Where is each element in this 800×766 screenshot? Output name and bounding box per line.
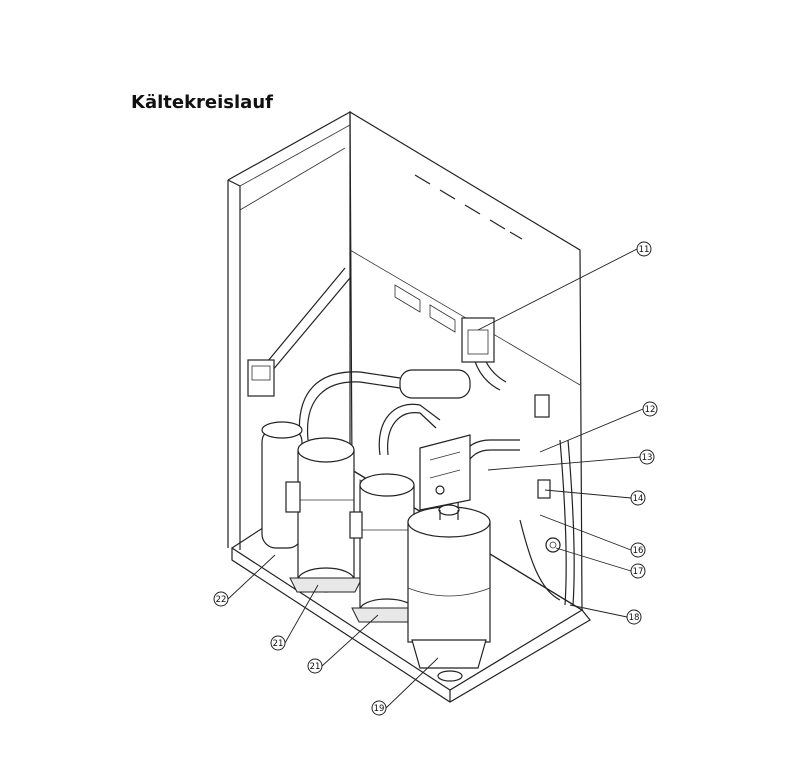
svg-text:19: 19 [374,704,385,714]
vent-slots [414,174,523,240]
callout-21-left: 21 [270,635,286,651]
callout-14: 14 [630,490,646,506]
svg-text:21: 21 [273,639,284,649]
callout-17: 17 [630,563,646,579]
svg-text:16: 16 [633,546,644,556]
valve-block [419,434,471,511]
callout-12: 12 [642,401,658,417]
svg-text:12: 12 [645,405,656,415]
filter-dryer [534,394,550,418]
leader-lines [227,248,644,709]
callout-18: 18 [626,609,642,625]
diagram-title: Kältekreislauf [131,92,273,113]
svg-text:22: 22 [216,595,227,605]
compressor-middle [349,473,423,623]
svg-text:14: 14 [633,494,644,504]
accumulator-left [261,421,303,549]
left-top-rail [227,110,351,470]
callout-22: 22 [213,591,229,607]
callout-19: 19 [371,700,387,716]
solenoid-valve [537,479,551,499]
svg-text:17: 17 [633,567,644,577]
svg-text:11: 11 [639,245,650,255]
receiver-tank [399,369,471,399]
expansion-valve-assembly [461,317,495,363]
valve-body [461,317,495,363]
callout-11: 11 [636,241,652,257]
compressor-front [407,504,491,669]
sight-glass [545,537,561,553]
callout-13: 13 [639,449,655,465]
drain-grille [437,670,463,682]
svg-text:13: 13 [642,453,653,463]
callout-21-middle: 21 [307,658,323,674]
callout-16: 16 [630,542,646,558]
svg-text:18: 18 [629,613,640,623]
compressor-left [285,437,363,593]
svg-text:21: 21 [310,662,321,672]
